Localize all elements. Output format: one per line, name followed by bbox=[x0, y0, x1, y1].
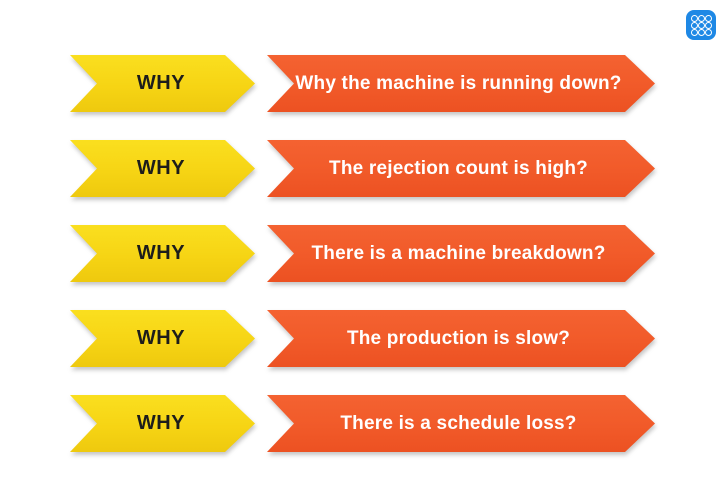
why-row-2: WHY The rejection count is high? bbox=[0, 140, 720, 197]
question-arrow-4: The production is slow? bbox=[267, 310, 655, 367]
question-arrow-5: There is a schedule loss? bbox=[267, 395, 655, 452]
why-arrow-5: WHY bbox=[70, 395, 255, 452]
why-arrow-4: WHY bbox=[70, 310, 255, 367]
question-label: The rejection count is high? bbox=[329, 157, 588, 179]
why-arrow-2: WHY bbox=[70, 140, 255, 197]
question-label: Why the machine is running down? bbox=[295, 72, 622, 94]
why-row-1: WHY Why the machine is running down? bbox=[0, 55, 720, 112]
why-label: WHY bbox=[136, 72, 186, 94]
question-arrow-2: The rejection count is high? bbox=[267, 140, 655, 197]
grid-dot bbox=[698, 15, 705, 22]
grid-dot bbox=[691, 29, 698, 36]
why-label: WHY bbox=[136, 327, 186, 349]
grid-dot bbox=[705, 29, 712, 36]
why-row-3: WHY There is a machine breakdown? bbox=[0, 225, 720, 282]
why-row-5: WHY There is a schedule loss? bbox=[0, 395, 720, 452]
apps-grid-icon[interactable] bbox=[686, 10, 716, 40]
question-label: There is a machine breakdown? bbox=[311, 242, 606, 264]
question-arrow-3: There is a machine breakdown? bbox=[267, 225, 655, 282]
why-arrow-1: WHY bbox=[70, 55, 255, 112]
question-label: The production is slow? bbox=[346, 327, 571, 349]
why-label: WHY bbox=[136, 412, 186, 434]
grid-dot bbox=[705, 15, 712, 22]
question-label: There is a schedule loss? bbox=[340, 412, 577, 434]
grid-dot bbox=[705, 22, 712, 29]
grid-dot bbox=[691, 22, 698, 29]
why-label: WHY bbox=[136, 157, 186, 179]
grid-dot bbox=[698, 29, 705, 36]
why-arrow-3: WHY bbox=[70, 225, 255, 282]
grid-dot bbox=[698, 22, 705, 29]
question-arrow-1: Why the machine is running down? bbox=[267, 55, 655, 112]
why-row-4: WHY The production is slow? bbox=[0, 310, 720, 367]
why-label: WHY bbox=[136, 242, 186, 264]
grid-dot bbox=[691, 15, 698, 22]
